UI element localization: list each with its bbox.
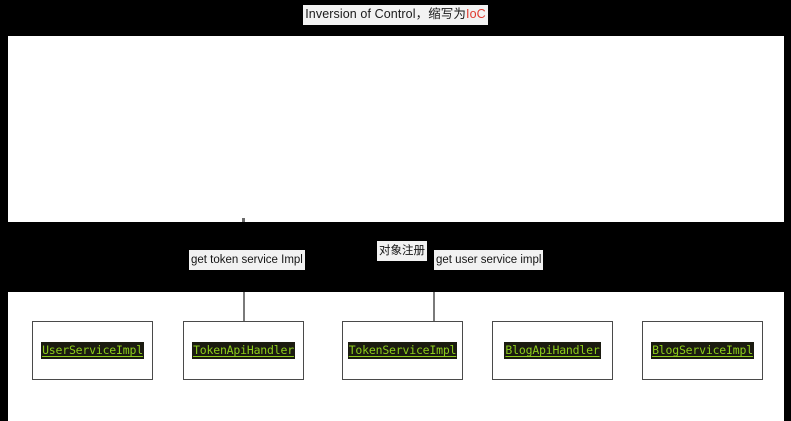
class-box-token-service-impl[interactable]: TokenServiceImpl: [342, 321, 463, 380]
label-get-token-service-impl: get token service Impl: [189, 250, 305, 270]
label-object-registration: 对象注册: [377, 241, 427, 261]
connector-line-token: [243, 292, 245, 322]
page-title-accent: IoC: [466, 7, 486, 21]
upper-panel-tick-mark: [242, 218, 245, 222]
page-title: Inversion of Control，缩写为IoC: [303, 5, 488, 25]
class-box-user-service-impl[interactable]: UserServiceImpl: [32, 321, 153, 380]
upper-diagram-panel: [8, 36, 784, 222]
class-box-token-api-handler[interactable]: TokenApiHandler: [183, 321, 304, 380]
page-title-prefix: Inversion of Control，缩写为: [305, 7, 467, 21]
class-box-label: TokenServiceImpl: [347, 342, 458, 359]
class-box-label: UserServiceImpl: [41, 342, 144, 359]
class-box-label: BlogApiHandler: [504, 342, 601, 359]
class-box-label: BlogServiceImpl: [651, 342, 754, 359]
diagram-title-bar: Inversion of Control，缩写为IoC: [0, 0, 791, 30]
class-box-blog-api-handler[interactable]: BlogApiHandler: [492, 321, 613, 380]
class-box-blog-service-impl[interactable]: BlogServiceImpl: [642, 321, 763, 380]
label-get-user-service-impl: get user service impl: [434, 250, 544, 270]
class-box-label: TokenApiHandler: [192, 342, 295, 359]
connector-line-user: [433, 292, 435, 322]
